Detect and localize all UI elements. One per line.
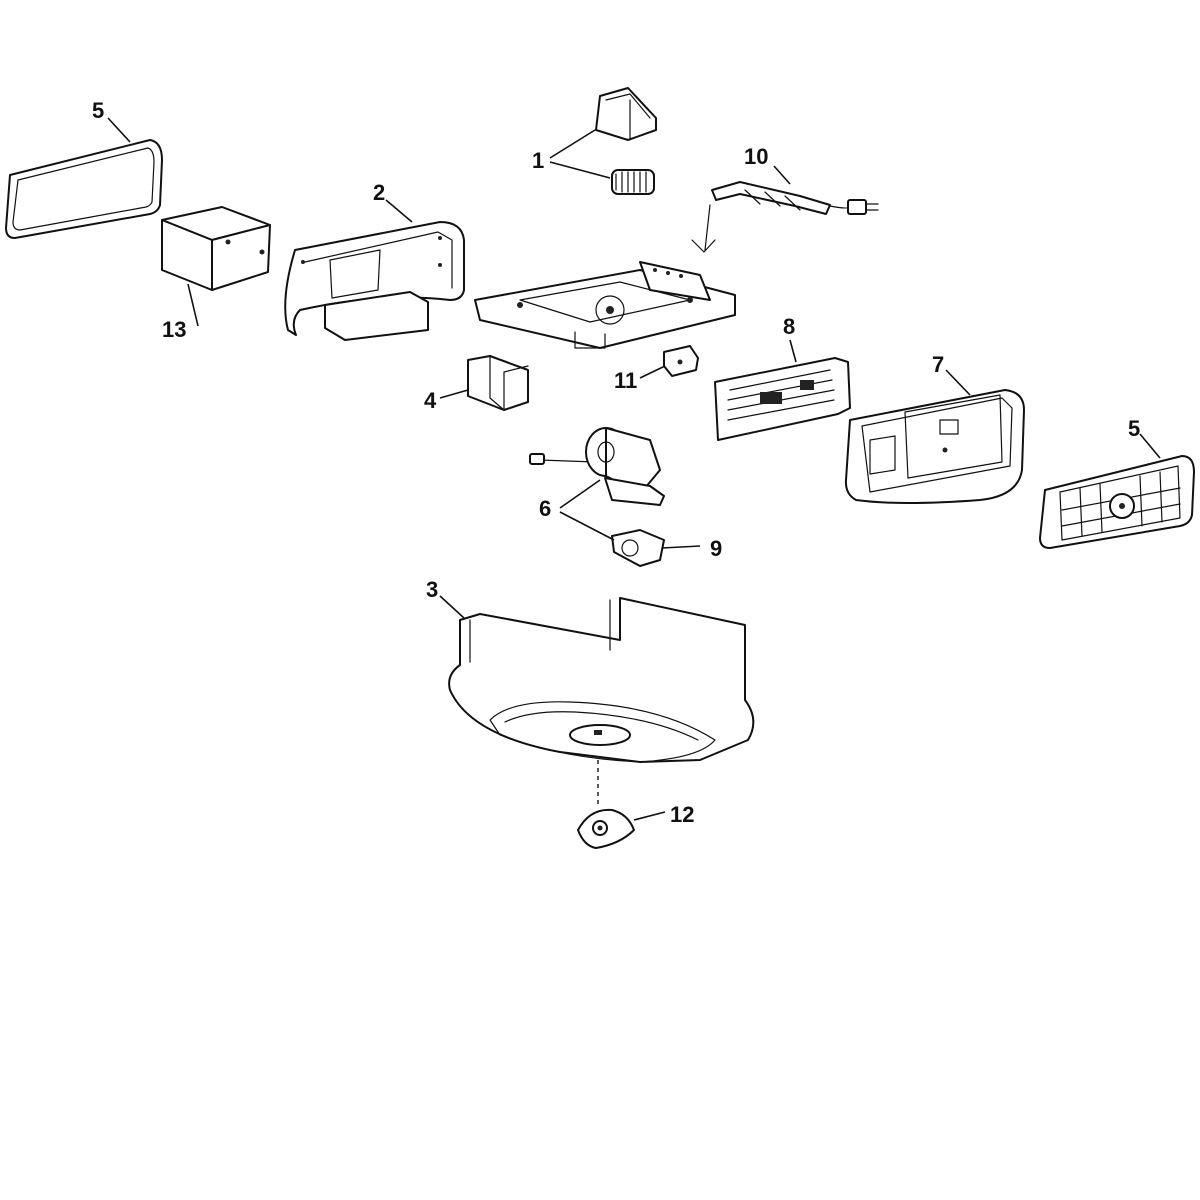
logic-board xyxy=(714,357,851,441)
capacitor-bracket xyxy=(467,355,529,411)
callout-9: 9 xyxy=(710,536,722,561)
rpm-sensor xyxy=(611,529,665,567)
leader-lines xyxy=(107,117,1161,821)
callout-1: 1 xyxy=(532,148,544,173)
callout-8: 8 xyxy=(783,314,795,339)
callout-11: 11 xyxy=(614,368,637,393)
limit-switch xyxy=(663,345,699,377)
drive-gear-cover xyxy=(595,87,657,195)
front-end-panel xyxy=(844,389,1025,504)
callout-2: 2 xyxy=(373,180,385,205)
callout-6: 6 xyxy=(539,496,551,521)
callout-5-left: 5 xyxy=(92,98,104,123)
transformer-box xyxy=(161,206,271,291)
callout-5-right: 5 xyxy=(1128,416,1140,441)
callout-12: 12 xyxy=(670,802,694,827)
motor xyxy=(529,427,665,506)
lens-cover-left xyxy=(5,139,163,239)
callout-10: 10 xyxy=(744,144,768,169)
power-cord xyxy=(691,181,879,253)
light-socket xyxy=(577,760,635,849)
end-panel-housing xyxy=(284,221,465,341)
chassis-frame xyxy=(474,261,736,349)
main-cover xyxy=(448,597,755,763)
callout-7: 7 xyxy=(932,352,944,377)
callout-labels: 5 1 10 2 13 8 7 11 4 5 6 9 3 12 xyxy=(92,98,1140,827)
callout-4: 4 xyxy=(424,388,437,413)
callout-13: 13 xyxy=(162,317,186,342)
callout-3: 3 xyxy=(426,577,438,602)
lens-cover-right xyxy=(1039,455,1195,549)
